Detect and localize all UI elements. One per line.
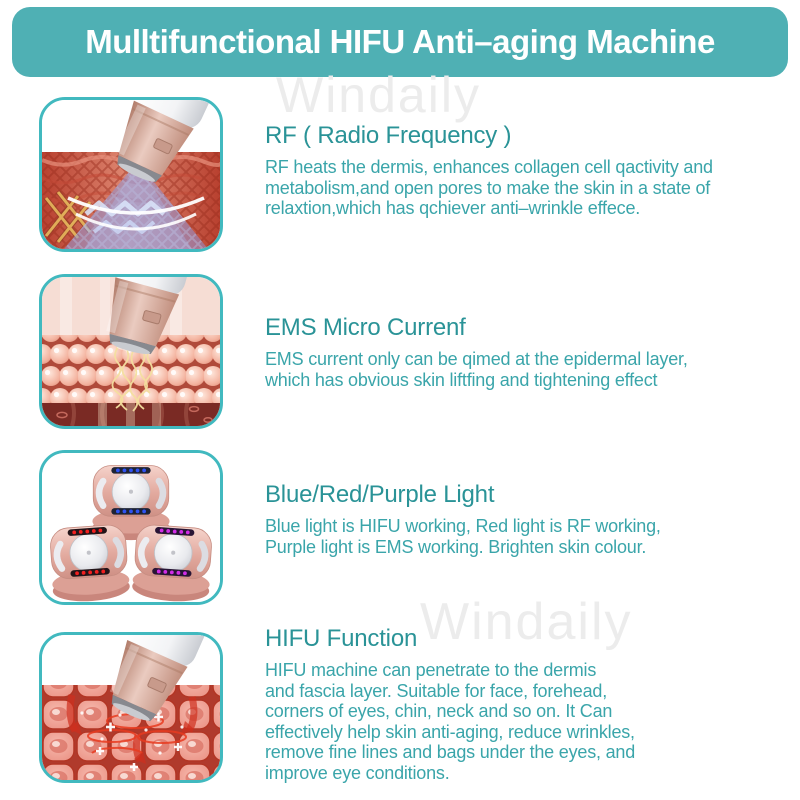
section-body: EMS current only can be qimed at the epi… [265, 349, 688, 390]
page-title: Mulltifunctional HIFU Anti–aging Machine [85, 23, 715, 60]
device-probe [115, 100, 214, 183]
section-heading: EMS Micro Currenf [265, 314, 466, 341]
ultrasound-beam [64, 172, 208, 249]
section-heading: HIFU Function [265, 625, 418, 652]
watermark-text: Windaily [420, 593, 633, 651]
collagen-fibers [44, 190, 92, 244]
section-heading: RF ( Radio Frequency ) [265, 122, 512, 149]
section-body: RF heats the dermis, enhances collagen c… [265, 157, 713, 218]
section-heading: Blue/Red/Purple Light [265, 481, 495, 508]
section-hifu: HIFU Function HIFU machine can penetrate… [0, 625, 800, 783]
section-ems: EMS Micro Currenf EMS current only can b… [0, 274, 800, 430]
section-lights: Blue/Red/Purple Light Blue light is HIFU… [0, 450, 800, 605]
device-head-purple [132, 524, 212, 602]
device-head-blue [92, 465, 170, 541]
three-device-heads-icon [42, 453, 220, 602]
rf-probe-blue-beam-icon [42, 100, 220, 249]
ems-illustration-box [39, 274, 223, 429]
section-body: Blue light is HIFU working, Red light is… [265, 516, 661, 557]
section-rf: RF ( Radio Frequency ) RF heats the derm… [0, 97, 800, 252]
device-head-red [50, 524, 130, 602]
section-body: HIFU machine can penetrate to the dermis… [265, 660, 636, 783]
hifu-illustration-box [39, 632, 223, 783]
micro-current-lines [111, 346, 153, 412]
rf-illustration-box [39, 97, 223, 252]
device-probe [109, 635, 207, 722]
title-banner: Mulltifunctional HIFU Anti–aging Machine [12, 7, 788, 77]
device-probe [106, 277, 192, 355]
lights-illustration-box [39, 450, 223, 605]
watermark-text: Windaily [276, 67, 481, 123]
ems-micro-current-icon [42, 277, 220, 426]
hifu-function-icon [42, 635, 220, 780]
